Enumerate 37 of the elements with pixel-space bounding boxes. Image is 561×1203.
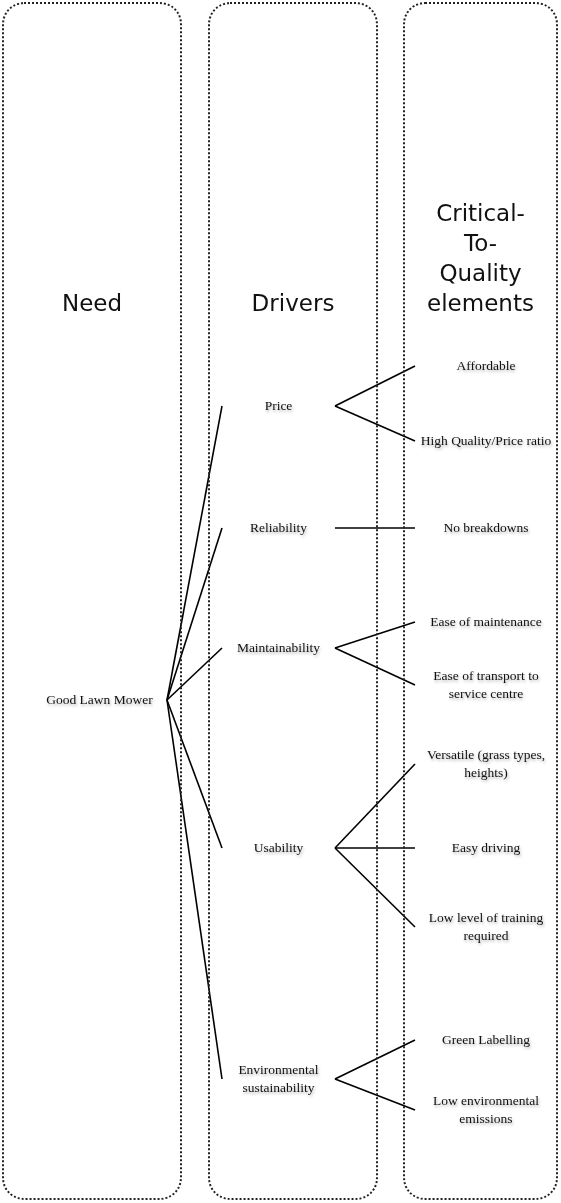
column-panel — [403, 2, 558, 1200]
node-label: Easy driving — [451, 839, 521, 857]
column-heading: Need — [61, 289, 123, 318]
node-label: Good Lawn Mower — [46, 691, 153, 709]
node-label: High Quality/Price ratio — [420, 432, 552, 450]
connector-line — [334, 405, 416, 442]
node-label: Green Labelling — [441, 1031, 531, 1049]
connector-line — [166, 699, 223, 1080]
column-panel — [208, 2, 378, 1200]
connector-line — [334, 1039, 416, 1080]
column-heading: Drivers — [251, 289, 335, 318]
connector-line — [334, 847, 416, 928]
node-label: Versatile (grass types, heights) — [425, 746, 547, 782]
connector-line — [334, 1078, 416, 1111]
node-label: Affordable — [456, 357, 516, 375]
connector-line — [334, 647, 416, 686]
connector-line — [166, 405, 223, 701]
connector-line — [334, 847, 416, 849]
node-label: Price — [264, 397, 293, 415]
node-label: Reliability — [250, 519, 307, 537]
node-label: Low level of training required — [427, 909, 545, 945]
connector-line — [334, 763, 416, 849]
column-panel — [2, 2, 182, 1200]
node-label: Usability — [253, 839, 304, 857]
connector-line — [166, 699, 223, 849]
node-label: Low environmental emissions — [431, 1092, 541, 1128]
connector-line — [166, 647, 223, 701]
connector-line — [334, 365, 416, 407]
node-label: Maintainability — [236, 639, 321, 657]
connector-line — [166, 527, 223, 701]
node-label: No breakdowns — [443, 519, 529, 537]
node-label: Environmental sustainability — [237, 1061, 320, 1097]
column-heading: Critical-To-Quality elements — [426, 199, 535, 318]
node-label: Ease of maintenance — [430, 613, 542, 631]
connector-line — [334, 621, 416, 649]
connector-line — [334, 527, 416, 529]
node-label: Ease of transport to service centre — [432, 667, 540, 703]
